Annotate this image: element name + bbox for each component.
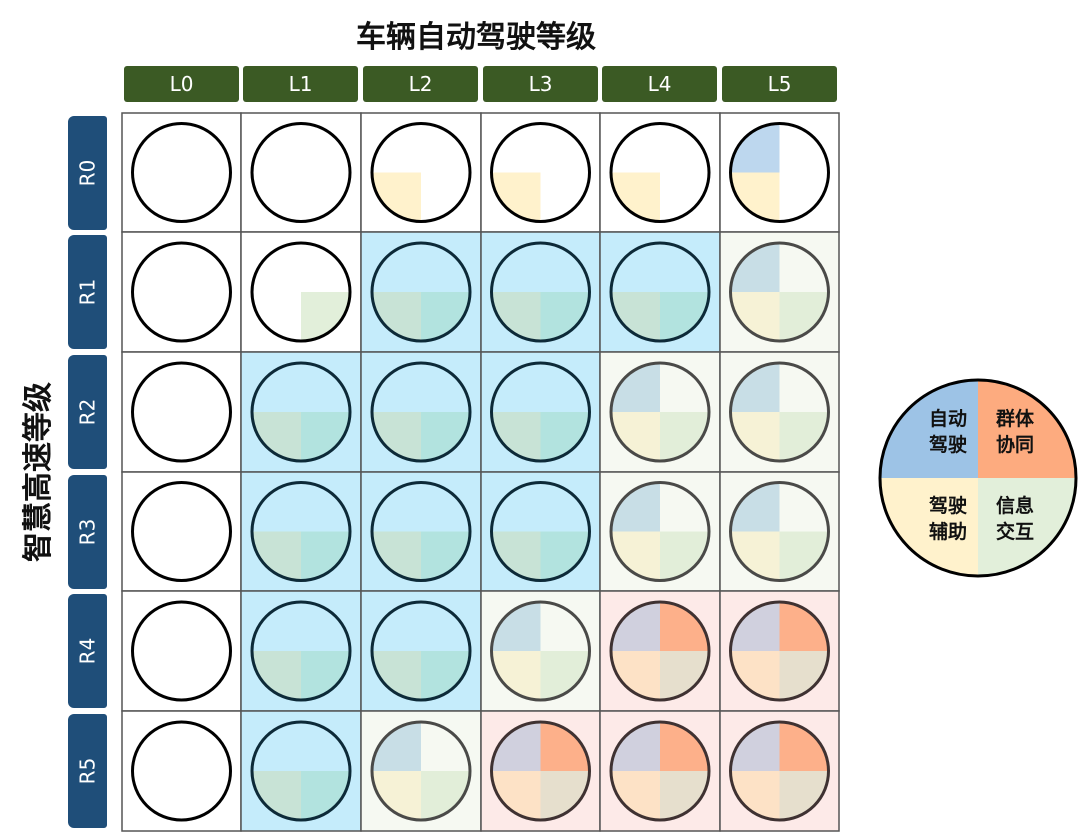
cell-r4-l2	[360, 590, 482, 712]
cell-circle-outline	[250, 481, 352, 582]
cell-circle-outline	[729, 720, 830, 822]
cell-r3-l5	[719, 471, 840, 592]
column-header-l4: L4	[602, 66, 717, 102]
cell-r4-l0	[121, 590, 242, 712]
cell-circle-outline	[250, 720, 352, 822]
cell-circle-outline	[131, 241, 232, 343]
legend-label-driving-assist: 驾驶辅助	[928, 495, 967, 543]
cell-circle-outline	[131, 361, 232, 463]
cell-r2-l2	[360, 351, 482, 473]
cell-r3-l4	[599, 471, 721, 592]
cell-r1-l2	[360, 231, 482, 353]
cell-circle-outline	[490, 720, 591, 822]
chart-title: 车辆自动驾驶等级	[356, 20, 596, 55]
cell-circle-outline	[729, 361, 830, 463]
cell-circle-outline	[609, 122, 711, 223]
cell-r2-l1	[240, 351, 362, 473]
cell-r1-l3	[480, 231, 601, 353]
row-header-r3: R3	[68, 475, 107, 589]
cell-r4-l4	[599, 590, 721, 712]
cell-r0-l0	[121, 112, 242, 233]
cell-circle-outline	[250, 122, 352, 223]
cell-r5-l0	[121, 710, 242, 832]
row-header-r4: R4	[68, 594, 107, 708]
cell-circle-outline	[370, 361, 472, 463]
cell-r4-l1	[240, 590, 362, 712]
cell-circle-outline	[370, 241, 472, 343]
row-header-r1: R1	[68, 235, 107, 349]
cell-circle-outline	[131, 600, 232, 702]
cell-circle-outline	[609, 720, 711, 822]
column-header-l1: L1	[243, 66, 358, 102]
row-header-r2: R2	[68, 355, 107, 469]
cell-r1-l5	[719, 231, 840, 353]
column-header-l5: L5	[722, 66, 837, 102]
cell-r5-l5	[719, 710, 840, 832]
cell-circle-outline	[609, 241, 711, 343]
cell-r1-l4	[599, 231, 721, 353]
legend-label-group-coop: 群体协同	[995, 408, 1034, 456]
cell-circle-outline	[729, 122, 830, 223]
legend-outline	[878, 378, 1078, 578]
cell-r3-l1	[240, 471, 362, 592]
cell-r3-l0	[121, 471, 242, 592]
cell-circle-outline	[131, 720, 232, 822]
cell-circle-outline	[490, 600, 591, 702]
cell-r3-l3	[480, 471, 601, 592]
row-header-r5: R5	[68, 714, 107, 828]
column-header-l2: L2	[363, 66, 478, 102]
cell-circle-outline	[729, 481, 830, 582]
column-header-l0: L0	[124, 66, 239, 102]
cell-r5-l1	[240, 710, 362, 832]
cell-r5-l4	[599, 710, 721, 832]
legend-label-info-interaction: 信息交互	[995, 495, 1034, 543]
cell-r0-l1	[240, 112, 362, 233]
cell-r4-l5	[719, 590, 840, 712]
cell-r1-l0	[121, 231, 242, 353]
cell-circle-outline	[131, 122, 232, 223]
cell-circle-outline	[370, 600, 472, 702]
cell-circle-outline	[250, 241, 352, 343]
cell-circle-outline	[490, 122, 591, 223]
cell-r2-l0	[121, 351, 242, 473]
cell-circle-outline	[609, 600, 711, 702]
cell-r1-l1	[240, 231, 362, 353]
row-header-r0: R0	[68, 116, 107, 230]
cell-circle-outline	[729, 600, 830, 702]
cell-r4-l3	[480, 590, 601, 712]
cell-r2-l4	[599, 351, 721, 473]
cell-r2-l5	[719, 351, 840, 473]
cell-circle-outline	[729, 241, 830, 343]
cell-circle-outline	[370, 122, 472, 223]
cell-r3-l2	[360, 471, 482, 592]
cell-circle-outline	[609, 361, 711, 463]
column-header-l3: L3	[483, 66, 598, 102]
cell-r0-l3	[480, 112, 601, 233]
cell-circle-outline	[370, 720, 472, 822]
cell-circle-outline	[609, 481, 711, 582]
cell-r5-l2	[360, 710, 482, 832]
cell-r0-l2	[360, 112, 482, 233]
cell-r0-l5	[719, 112, 840, 233]
cell-circle-outline	[370, 481, 472, 582]
cell-circle-outline	[490, 241, 591, 343]
cell-circle-outline	[131, 481, 232, 582]
cell-circle-outline	[250, 600, 352, 702]
cell-r5-l3	[480, 710, 601, 832]
legend-label-auto-driving: 自动驾驶	[928, 408, 967, 456]
cell-circle-outline	[490, 481, 591, 582]
cell-circle-outline	[250, 361, 352, 463]
cell-circle-outline	[490, 361, 591, 463]
